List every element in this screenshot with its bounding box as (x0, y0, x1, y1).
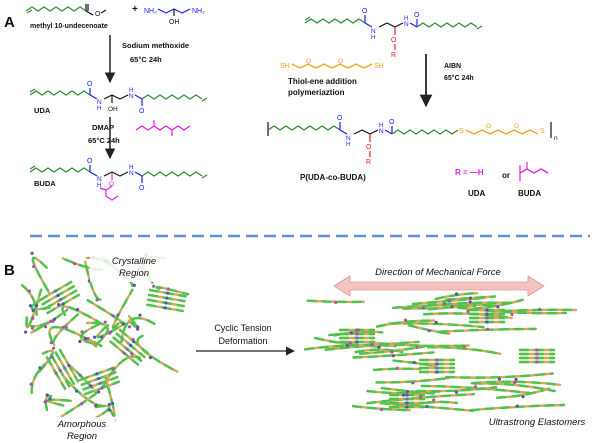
svg-text:O: O (366, 144, 372, 151)
svg-text:OH: OH (108, 106, 118, 113)
step3-label-line2: polymeriaztion (288, 88, 345, 97)
svg-text:O: O (391, 37, 397, 44)
step2-reagent: DMAP (92, 123, 114, 132)
step1-reagent: Sodium methoxide (122, 41, 189, 50)
svg-text:O: O (338, 58, 343, 65)
svg-text:N: N (371, 28, 376, 35)
svg-text:N: N (129, 170, 134, 177)
uda-label: UDA (34, 106, 51, 115)
svg-text:R: R (391, 52, 396, 59)
svg-text:H: H (97, 183, 101, 189)
svg-text:O: O (87, 158, 93, 165)
buda-structure: O N H O N H O (29, 158, 208, 201)
svg-text:S: S (459, 128, 464, 135)
uda-structure: O N H OH N H O (29, 81, 208, 115)
step3-label-line1: Thiol-ene addition (288, 77, 357, 86)
polymer-structure: O N H O R N H O S O O S n (267, 115, 558, 166)
svg-text:N: N (404, 21, 409, 28)
step3-reagent: AIBN (444, 63, 461, 70)
stretched-network (303, 292, 578, 412)
polymer-label: P(UDA-co-BUDA) (300, 173, 366, 182)
svg-text:SH: SH (374, 63, 384, 70)
svg-text:O: O (139, 108, 145, 115)
svg-text:N: N (129, 93, 134, 100)
svg-text:n: n (554, 135, 558, 142)
svg-text:SH: SH (280, 63, 290, 70)
process-label-line1: Cyclic Tension (214, 323, 271, 333)
svg-text:O: O (87, 81, 93, 88)
svg-text:O: O (389, 119, 395, 126)
svg-text:O: O (306, 58, 311, 65)
svg-text:O: O (95, 11, 101, 18)
svg-text:O: O (514, 123, 519, 130)
butyric-anhydride-structure (135, 120, 191, 136)
r-option2-label: BUDA (518, 189, 541, 198)
svg-text:H: H (346, 142, 350, 148)
diaminopropanol-structure: NH₂ OH NH₂ (144, 8, 205, 26)
svg-text:N: N (379, 128, 384, 135)
amorphous-label-line2: Region (67, 431, 97, 442)
svg-text:S: S (540, 128, 545, 135)
buda-label: BUDA (34, 179, 56, 188)
svg-text:OH: OH (169, 19, 180, 26)
dithiol-structure: SH O O SH (280, 58, 384, 70)
svg-text:H: H (379, 123, 383, 129)
result-label: Ultrastrong Elastomers (489, 417, 586, 428)
svg-text:H: H (371, 35, 375, 41)
amorphous-label-line1: Amorphous (57, 419, 107, 430)
butanoyl-group-structure (519, 162, 549, 181)
step3-conditions: 65°C 24h (444, 74, 474, 82)
svg-text:O: O (337, 115, 343, 122)
svg-text:N: N (97, 176, 102, 183)
svg-text:R: R (366, 159, 371, 166)
plus-sign: + (132, 4, 138, 15)
svg-text:O: O (486, 123, 491, 130)
reactant1-name: methyl 10-undecenoate (30, 23, 108, 30)
svg-text:NH₂: NH₂ (144, 8, 157, 15)
svg-text:H: H (404, 16, 408, 22)
svg-text:H: H (129, 165, 133, 171)
or-text: or (502, 171, 510, 180)
process-label-line2: Deformation (218, 336, 267, 346)
svg-text:N: N (346, 135, 351, 142)
step2-conditions: 65°C 24h (88, 136, 120, 145)
svg-text:H: H (129, 88, 133, 94)
methyl-undecenoate-structure: O (25, 4, 107, 18)
panel-a-label: A (4, 14, 15, 31)
svg-text:O: O (109, 181, 114, 188)
r-definition: R = —H (455, 168, 484, 177)
svg-text:N: N (97, 99, 102, 106)
crystalline-label-line2: Region (119, 268, 149, 279)
svg-text:NH₂: NH₂ (192, 8, 205, 15)
svg-text:H: H (97, 106, 101, 112)
crystalline-label-line1: Crystalline (112, 256, 156, 267)
r-option1-label: UDA (468, 189, 486, 198)
svg-text:O: O (362, 8, 368, 15)
mechanical-force-arrow (333, 275, 545, 297)
svg-text:O: O (414, 12, 420, 19)
svg-text:O: O (139, 185, 145, 192)
step1-conditions: 65°C 24h (130, 55, 162, 64)
generic-monomer-structure: O N H O R N H O (304, 8, 483, 59)
panel-b-label: B (4, 262, 15, 279)
force-label: Direction of Mechanical Force (375, 267, 501, 278)
